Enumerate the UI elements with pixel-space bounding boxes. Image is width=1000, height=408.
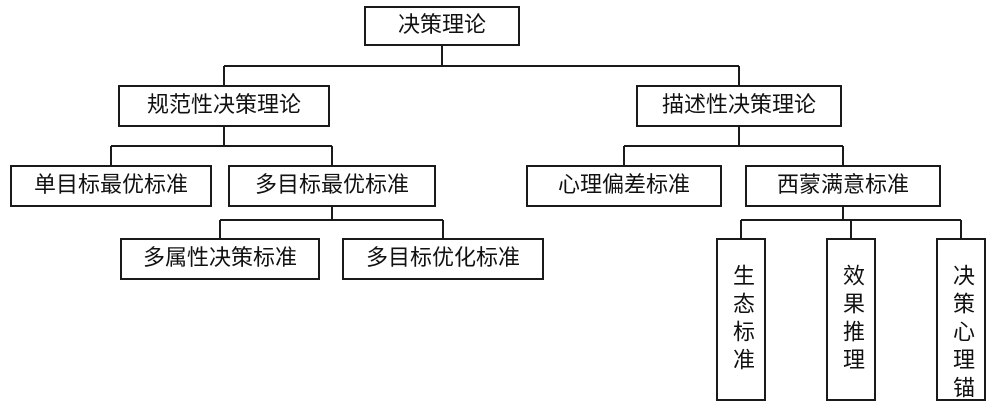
single-objective-node: 单目标最优标准 [10, 165, 212, 207]
descriptive-theory-node: 描述性决策理论 [636, 85, 842, 127]
multi-attribute-node: 多属性决策标准 [120, 238, 320, 280]
multi-objective-optimization-node: 多目标优化标准 [342, 238, 544, 280]
multi-objective-node: 多目标最优标准 [228, 165, 436, 207]
effectuation-node: 效果推理 [826, 238, 876, 401]
ecological-node: 生态标准 [716, 238, 766, 401]
decision-anchor-node: 决策心理锚 [936, 238, 986, 404]
normative-theory-node: 规范性决策理论 [118, 85, 330, 127]
root-node: 决策理论 [364, 6, 520, 46]
simon-satisficing-node: 西蒙满意标准 [745, 165, 941, 207]
psychological-bias-node: 心理偏差标准 [526, 165, 722, 207]
